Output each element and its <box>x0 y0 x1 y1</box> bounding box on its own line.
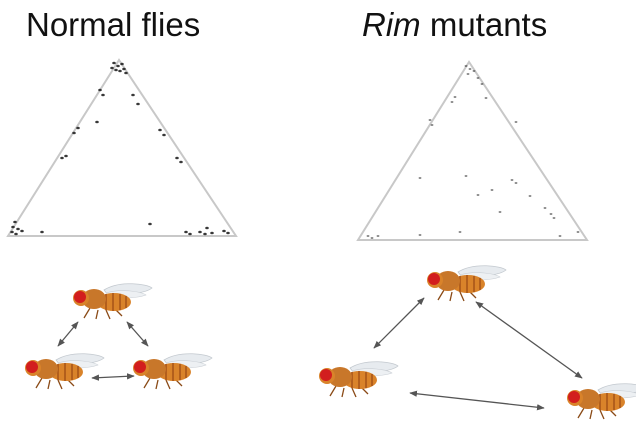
fly-position-dot <box>179 160 183 164</box>
fly-position-dot <box>110 66 114 70</box>
fly-position-dot <box>175 156 179 160</box>
fly-position-dot <box>366 235 370 237</box>
fruit-fly-icon <box>132 352 213 390</box>
title-mutants-text: mutants <box>420 6 548 43</box>
fly-position-dot <box>95 120 99 124</box>
fly-position-dot <box>136 102 140 106</box>
fly-position-dot <box>120 62 124 66</box>
fly-position-dot <box>188 232 192 236</box>
fly-position-dot <box>114 68 118 72</box>
fly-position-dot <box>549 213 553 215</box>
fly-position-dot <box>498 211 502 213</box>
fly-position-dot <box>14 232 18 236</box>
fly-position-dot <box>116 64 120 68</box>
fly-position-dot <box>514 121 518 123</box>
fly-position-dot <box>464 65 468 67</box>
fly-position-dot <box>205 226 209 230</box>
fly-position-dot <box>72 131 76 135</box>
title-rim-italic: Rim <box>362 6 421 43</box>
fruit-fly-icon <box>24 352 105 390</box>
fly-position-dot <box>528 195 532 197</box>
fly-position-dot <box>203 232 207 236</box>
fly-position-dot <box>16 227 20 231</box>
fly-position-dot <box>11 225 15 229</box>
fly-position-dot <box>98 88 102 92</box>
fly-position-dot <box>510 179 514 181</box>
fly-position-dot <box>10 230 14 234</box>
fly-position-dot <box>118 69 122 73</box>
title-rim-mutants: Rim mutants <box>362 0 547 50</box>
fruit-fly-icon <box>566 382 636 420</box>
fly-position-dot <box>468 68 472 70</box>
fly-position-dot <box>376 235 380 237</box>
fly-position-dot <box>450 101 454 103</box>
fly-position-dot <box>184 230 188 234</box>
fly-position-dot <box>418 234 422 236</box>
fly-position-dot <box>13 220 17 224</box>
fly-position-dot <box>466 73 470 75</box>
fruit-fly-icon <box>72 282 153 320</box>
fly-position-dot <box>210 231 214 235</box>
fly-position-dot <box>148 222 152 226</box>
fly-position-dot <box>370 237 374 239</box>
fly-position-dot <box>464 175 468 177</box>
fly-position-dot <box>490 189 494 191</box>
fly-position-dot <box>131 93 135 97</box>
fly-position-dot <box>226 231 230 235</box>
fly-position-dot <box>162 133 166 137</box>
arena-triangle-mutant <box>356 60 589 241</box>
position-dots-mutant <box>366 65 580 239</box>
double-headed-arrow-icon <box>409 390 545 411</box>
fly-position-dot <box>20 229 24 233</box>
fly-position-dot <box>40 230 44 234</box>
fly-position-dot <box>543 207 547 209</box>
fly-position-dot <box>472 70 476 72</box>
fly-position-dot <box>428 119 432 121</box>
double-headed-arrow-icon <box>91 373 135 381</box>
arena-triangle-normal <box>6 58 238 237</box>
fly-position-dot <box>453 96 457 98</box>
double-headed-arrow-icon <box>126 321 149 347</box>
fly-position-dot <box>112 61 116 65</box>
title-normal-flies: Normal flies <box>26 6 201 43</box>
fly-position-dot <box>558 235 562 237</box>
fly-position-dot <box>430 124 434 126</box>
fly-position-dot <box>222 229 226 233</box>
fly-position-dot <box>76 126 80 130</box>
fly-position-dot <box>122 67 126 71</box>
fly-position-dot <box>60 156 64 160</box>
fly-position-dot <box>64 154 68 158</box>
fruit-fly-icon <box>426 264 507 302</box>
fly-position-dot <box>476 77 480 79</box>
fly-position-dot <box>480 83 484 85</box>
fly-position-dot <box>476 194 480 196</box>
double-headed-arrow-icon <box>373 297 425 349</box>
fruit-fly-icon <box>318 360 399 398</box>
fly-position-dot <box>484 97 488 99</box>
fly-position-dot <box>418 177 422 179</box>
double-headed-arrow-icon <box>57 321 79 347</box>
fly-position-dot <box>158 128 162 132</box>
fly-position-dot <box>124 71 128 75</box>
fly-position-dot <box>576 231 580 233</box>
fly-position-dot <box>458 231 462 233</box>
position-dots-normal <box>10 61 230 236</box>
double-headed-arrow-icon <box>475 301 583 379</box>
fly-position-dot <box>514 182 518 184</box>
fly-position-dot <box>101 93 105 97</box>
fly-position-dot <box>552 217 556 219</box>
fly-position-dot <box>198 230 202 234</box>
